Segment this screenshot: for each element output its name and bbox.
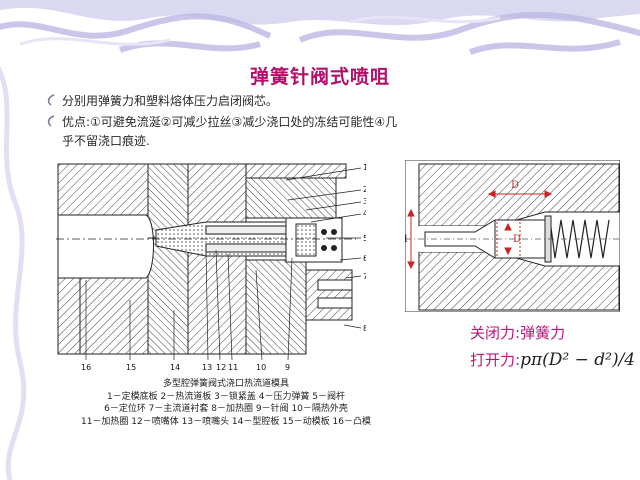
callout-12: 12 [216, 363, 226, 372]
opening-force-value: pπ(D² − d²)/4 [520, 350, 636, 370]
bullet-2-text: 优点:①可避免流涎②可减少拉丝③减少浇口处的冻结可能性④几 [62, 115, 398, 129]
label-inner-D: D [513, 234, 521, 245]
closing-force-label: 关闭力: [470, 324, 521, 342]
callout-4: 4 [363, 209, 366, 218]
callout-15: 15 [126, 363, 136, 372]
label-left-d: d [405, 234, 408, 245]
decorative-wave-banner [0, 0, 640, 62]
callout-6: 6 [363, 254, 366, 263]
closing-force-formula: 关闭力:弹簧力 [470, 322, 565, 343]
callout-11: 11 [228, 363, 238, 372]
bullet-1-text: 分别用弹簧力和塑料熔体压力启闭阀芯。 [62, 94, 279, 108]
valve-force-detail-diagram: D d D [405, 160, 620, 312]
caption-line-2: 6－定位环 7－主流道衬套 8－加热圈 9－针阀 10－隔热外壳 [104, 404, 348, 414]
bullet-2-text-cont: 乎不留浇口痕迹. [62, 134, 150, 148]
bullet-swirl-icon [47, 94, 55, 106]
callout-8: 8 [363, 324, 366, 333]
diagram-caption: 多型腔弹簧阀式浇口热流道模具 1－定模底板 2－热流道板 3－锁紧盖 4－压力弹… [56, 378, 396, 428]
callout-10: 10 [256, 363, 266, 372]
bullet-2: 优点:①可避免流涎②可减少拉丝③减少浇口处的冻结可能性④几 乎不留浇口痕迹. [47, 113, 602, 151]
callout-7: 7 [363, 272, 366, 281]
callout-9: 9 [285, 363, 290, 372]
bullet-swirl-icon [47, 115, 55, 127]
opening-force-label: 打开力: [470, 351, 521, 369]
bullet-1: 分别用弹簧力和塑料熔体压力启闭阀芯。 [47, 92, 279, 111]
hot-runner-mold-diagram: 1 2 3 4 5 6 7 8 16 15 14 13 12 11 10 9 [56, 160, 366, 375]
callout-1: 1 [363, 163, 366, 172]
opening-force-formula: 打开力:pπ(D² − d²)/4 [470, 349, 635, 370]
callout-3: 3 [363, 197, 366, 206]
slide-title: 弹簧针阀式喷咀 [249, 66, 390, 88]
caption-line-1: 1－定模底板 2－热流道板 3－锁紧盖 4－压力弹簧 5－阀杆 [106, 391, 346, 402]
callout-2: 2 [363, 185, 366, 194]
callout-5: 5 [363, 234, 366, 243]
caption-title: 多型腔弹簧阀式浇口热流道模具 [162, 379, 289, 389]
callout-14: 14 [170, 363, 180, 372]
closing-force-value: 弹簧力 [520, 324, 566, 342]
callout-16: 16 [81, 363, 91, 372]
decorative-left-strip [0, 66, 27, 480]
caption-line-3: 11－加热圈 12－喷嘴体 13－喷嘴头 14－型腔板 15－动模板 16－凸模 [80, 416, 372, 427]
callout-13: 13 [202, 363, 212, 372]
label-upper-D: D [511, 180, 519, 191]
